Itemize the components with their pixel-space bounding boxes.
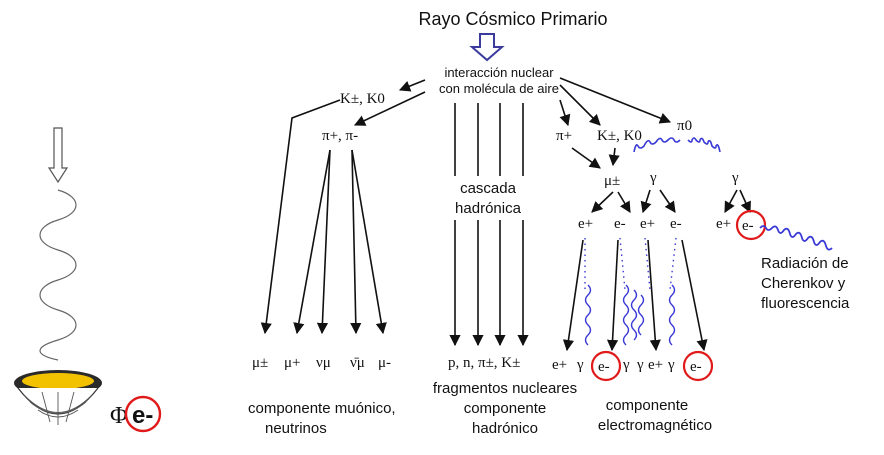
pi-zero-photon-waves	[633, 137, 721, 153]
positron-1: e+	[578, 216, 593, 232]
pion-decay-arrows	[293, 149, 387, 335]
muon-label: μ±	[604, 173, 620, 189]
caption-muonic-1: componente muónico,	[248, 400, 396, 417]
caption-em-2: electromagnético	[598, 417, 712, 434]
bottom-muon-plus: μ+	[284, 355, 301, 371]
bottom-nu-mu: νμ	[316, 355, 331, 371]
highlight-circle	[735, 209, 767, 241]
bottom-em-gamma-2: γ	[622, 357, 630, 373]
bottom-em-gamma-1: γ	[576, 357, 584, 373]
radiation-line-1: Radiación de	[761, 255, 849, 272]
electron-1: e-	[614, 216, 626, 232]
hadronic-cascade-line-1: cascada	[460, 180, 517, 197]
bottom-muon-minus: μ-	[378, 355, 391, 371]
flux-label: Φ	[110, 403, 128, 429]
caption-em-1: componente	[606, 397, 689, 414]
pi-plus-label: π+	[556, 128, 572, 144]
bottom-em-gamma-3: γ	[636, 357, 644, 373]
interaction-arrows	[353, 77, 672, 347]
gamma-right-label: γ	[731, 170, 739, 186]
interaction-line-1: interacción nuclear	[444, 65, 554, 80]
detector-icon	[14, 370, 102, 425]
positron-3: e+	[716, 216, 731, 232]
electron-3: e-	[742, 218, 754, 234]
electron-2: e-	[670, 216, 682, 232]
caption-hadronic-1: fragmentos nucleares	[433, 380, 577, 397]
positron-2: e+	[640, 216, 655, 232]
kaon-branch	[260, 99, 341, 335]
bottom-em-electron-2: e-	[690, 359, 702, 375]
incident-arrow-icon	[47, 127, 69, 184]
bottom-em-gamma-4: γ	[667, 357, 675, 373]
caption-hadronic-3: hadrónico	[472, 420, 538, 437]
em-solid-arrows	[562, 239, 708, 352]
incident-wave	[39, 189, 77, 361]
interaction-line-2: con molécula de aire	[439, 81, 559, 96]
hadronic-cascade-line-2: hadrónica	[455, 200, 522, 217]
highlight-circle	[590, 350, 622, 382]
bottom-hadronic-products: p, n, π±, K±	[448, 355, 520, 371]
pi-zero-label: π0	[677, 118, 692, 134]
highlight-circle	[682, 350, 714, 382]
cherenkov-wave	[759, 225, 833, 251]
bottom-em-positron: e+	[552, 357, 567, 373]
gamma-mid-label: γ	[649, 170, 657, 186]
bottom-em-electron-1: e-	[598, 359, 610, 375]
bottom-muon-pm: μ±	[252, 355, 268, 371]
bottom-antinu-mu: ν̄μ	[350, 355, 365, 371]
diagram-title: Rayo Cósmico Primario	[418, 9, 607, 29]
bottom-em-positron-2: e+	[648, 357, 663, 373]
muon-production-arrows	[571, 147, 751, 214]
radiation-line-3: fluorescencia	[761, 295, 850, 312]
caption-muonic-2: neutrinos	[265, 420, 327, 437]
kaon-right-label: K±, K0	[597, 128, 642, 144]
em-dotted-paths	[584, 237, 677, 291]
pions-left-label: π+, π-	[322, 128, 358, 144]
caption-hadronic-2: componente	[464, 400, 547, 417]
em-photon-waves	[584, 284, 676, 346]
primary-ray-arrow-icon	[469, 33, 505, 62]
detector-electron-label: e-	[132, 402, 153, 429]
kaon-left-label: K±, K0	[340, 91, 385, 107]
radiation-line-2: Cherenkov y	[761, 275, 846, 292]
highlight-circle	[124, 395, 162, 433]
